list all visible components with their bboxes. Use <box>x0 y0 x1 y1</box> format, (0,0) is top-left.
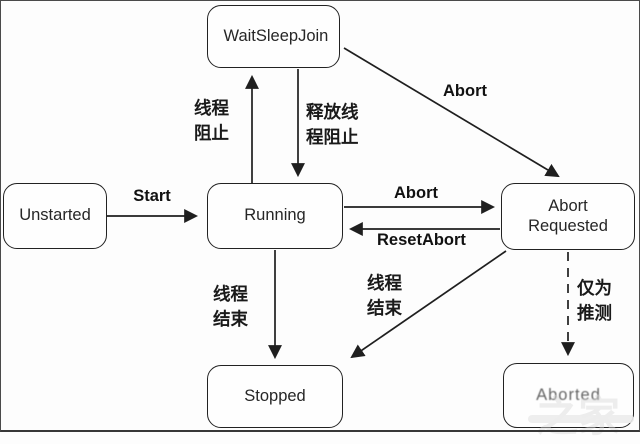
diagram-edges <box>107 47 575 360</box>
node-abort-requested-label: Abort Requested <box>528 196 608 235</box>
edge-abort-from-waitsleepjoin <box>343 47 560 178</box>
edge-label-thread-block: 线程 阻止 <box>194 98 229 143</box>
node-unstarted: Unstarted <box>3 183 107 249</box>
edge-label-abort-from-running: Abort <box>394 184 438 202</box>
node-aborted-label: Aborted <box>536 385 601 404</box>
edge-label-reset-abort: ResetAbort <box>377 231 466 249</box>
node-stopped-label: Stopped <box>244 386 306 405</box>
node-abort-requested: Abort Requested <box>501 183 635 250</box>
edge-thread-end-right <box>350 250 507 359</box>
node-waitsleepjoin: WaitSleepJoin <box>207 5 340 68</box>
node-aborted: Aborted <box>503 363 634 428</box>
edge-label-start: Start <box>133 187 171 205</box>
node-running: Running <box>207 183 343 249</box>
edge-label-thread-end-left: 线程 结束 <box>213 284 248 329</box>
edge-label-thread-end-right: 线程 结束 <box>367 273 402 318</box>
node-running-label: Running <box>244 206 306 225</box>
edge-label-speculation: 仅为 推测 <box>577 278 612 323</box>
node-stopped: Stopped <box>207 365 343 428</box>
node-unstarted-label: Unstarted <box>19 206 91 225</box>
node-waitsleepjoin-label: WaitSleepJoin <box>223 26 329 45</box>
edge-label-release-block: 释放线 程阻止 <box>306 102 359 147</box>
edge-label-abort-from-waitsleepjoin: Abort <box>443 82 487 100</box>
